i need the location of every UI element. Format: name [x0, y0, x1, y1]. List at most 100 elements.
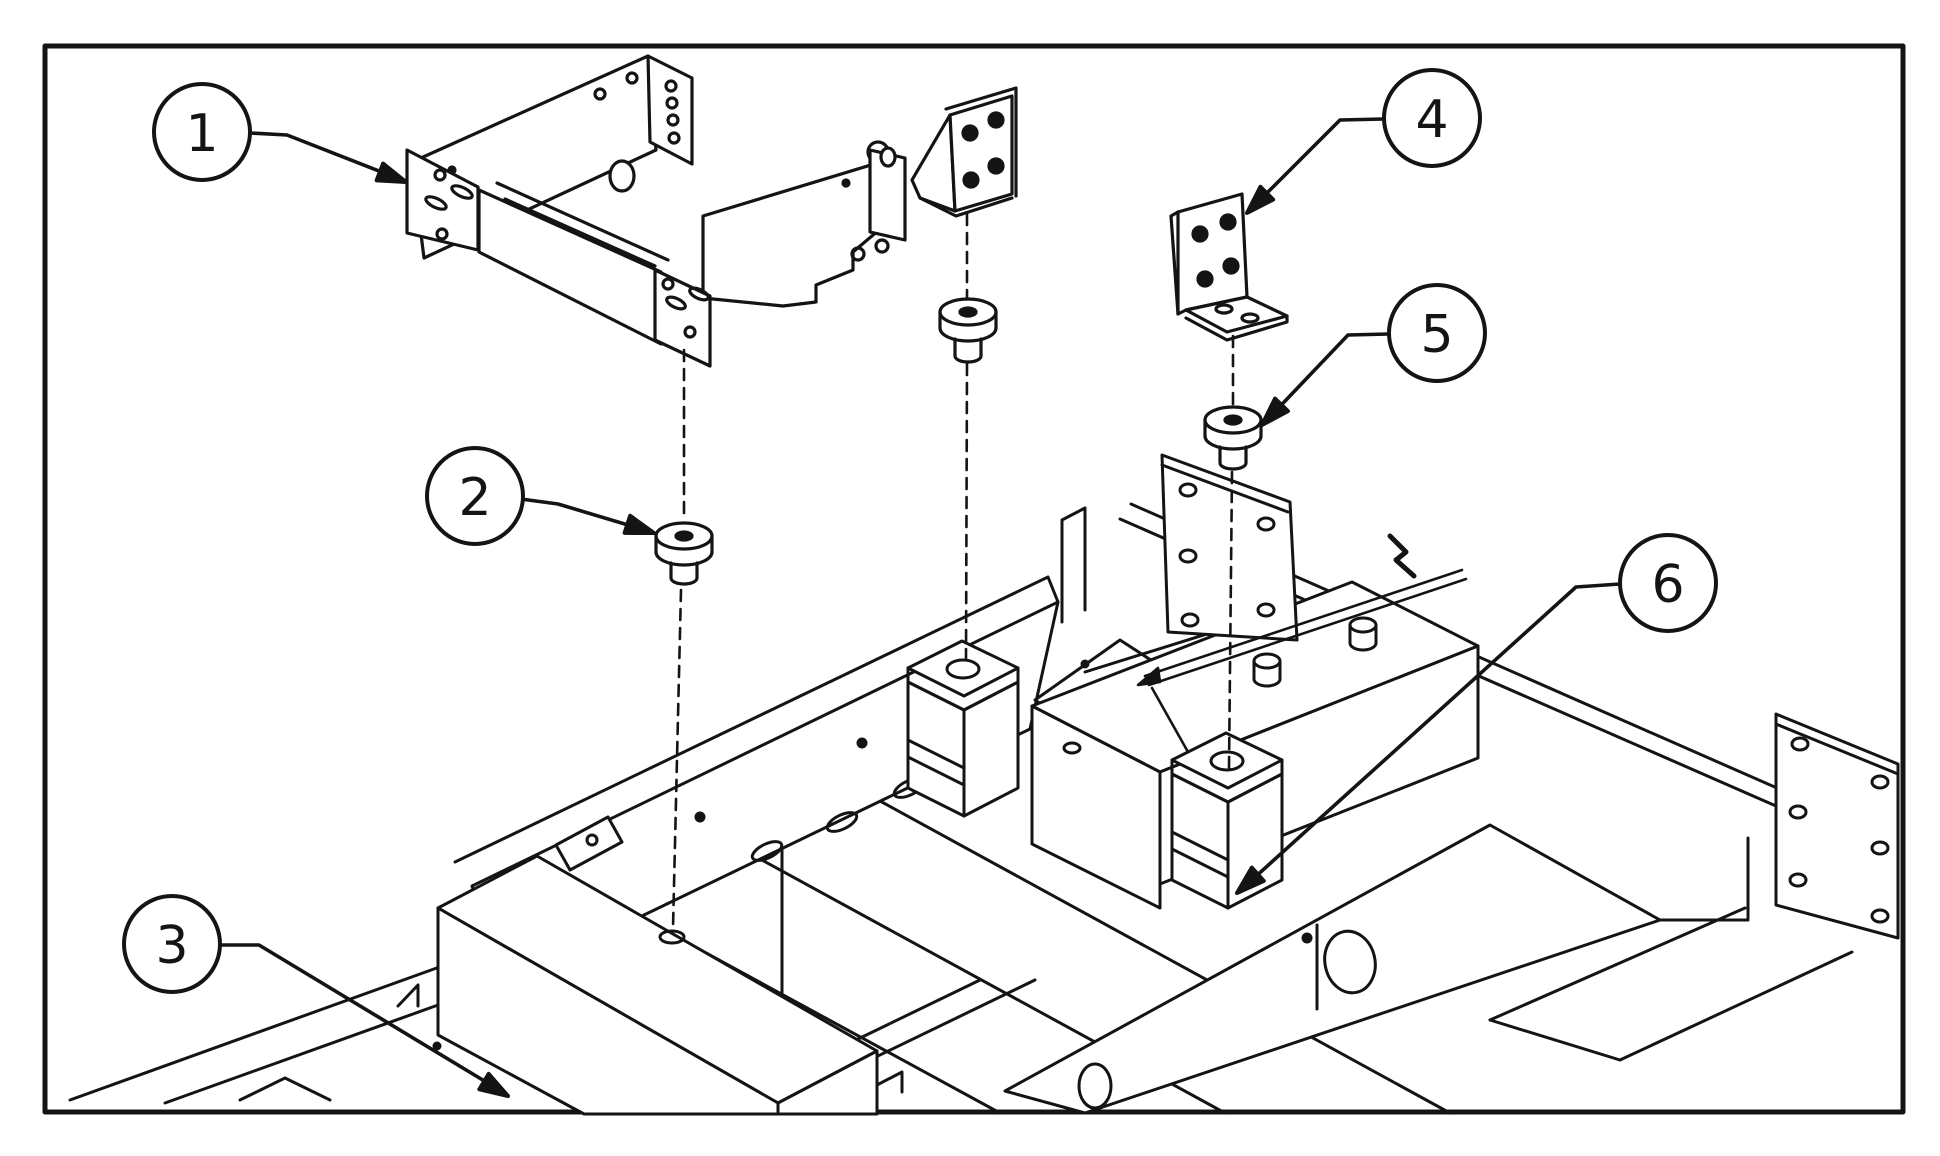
bracket-hole — [987, 111, 1005, 129]
screw-shank — [953, 337, 983, 364]
angle-bracket-part4 — [1169, 192, 1289, 342]
callout-3-number: 3 — [155, 916, 188, 976]
clamp-hole — [945, 658, 981, 680]
plate-hole — [1870, 908, 1890, 924]
callout-2: 2 — [425, 446, 656, 546]
front-rail-flange — [453, 575, 1060, 864]
callout-2-arrow — [622, 513, 656, 535]
rail-tab — [238, 1076, 332, 1102]
rail-oval-hole — [825, 811, 859, 833]
bracket-boss — [608, 159, 636, 193]
shoulder-screw-part2 — [654, 521, 714, 586]
rail-oval-hole — [1323, 929, 1377, 995]
rod-tip — [1136, 666, 1162, 687]
rear-end-plate-edge — [1774, 722, 1900, 776]
callout-2-number: 2 — [458, 468, 491, 528]
bracket-slot — [688, 286, 710, 302]
angle-bracket-face — [948, 94, 1014, 213]
callout-4-leader — [1250, 117, 1386, 210]
bracket-hole — [1191, 225, 1209, 243]
plate-hole — [1788, 872, 1808, 888]
bracket-hole — [661, 277, 675, 291]
callout-2-balloon — [425, 446, 525, 546]
front-beam — [436, 854, 904, 1116]
callout-5-number: 5 — [1420, 305, 1453, 365]
clamp-slot — [1170, 830, 1230, 879]
callout-4-arrow — [1245, 184, 1276, 215]
callout-1-leader — [248, 131, 404, 182]
callout-5-balloon — [1387, 283, 1487, 383]
battery-terminal-base — [1252, 677, 1282, 688]
callout-2-leader — [519, 497, 650, 533]
bracket-hole — [874, 238, 890, 254]
rivet-dot — [856, 737, 868, 749]
flange-hole — [1240, 312, 1260, 324]
bracket-hole — [1222, 257, 1240, 275]
rear-brace — [1488, 1018, 1622, 1062]
clamp-slot — [906, 738, 966, 787]
callout-4-number: 4 — [1415, 90, 1448, 150]
callout-6-number: 6 — [1651, 555, 1684, 615]
clamp-top-thickness — [906, 666, 1020, 712]
plate-hole — [1870, 840, 1890, 856]
callout-5: 5 — [1260, 283, 1487, 427]
battery-front-face — [1030, 704, 1162, 910]
bracket-slot — [665, 295, 687, 311]
rod-edge — [1143, 568, 1464, 678]
clamp-block-right — [1170, 731, 1284, 910]
plate-hole — [1180, 612, 1200, 628]
screw-flange — [1203, 434, 1263, 451]
angle-bracket-flange — [910, 113, 957, 213]
plate-hole — [1178, 548, 1198, 564]
battery-terminal-top — [1348, 616, 1378, 634]
rod-hook — [1150, 686, 1190, 754]
bracket-slot — [424, 195, 448, 211]
bracket-hole — [850, 246, 866, 262]
centerline-left-lower — [671, 588, 683, 930]
bracket-hole — [433, 168, 447, 182]
bracket-hole — [666, 113, 680, 127]
gusset-hole — [585, 833, 599, 847]
callout-1-number: 1 — [185, 104, 218, 164]
bracket-hole — [1196, 270, 1214, 288]
beam-end-face — [776, 1049, 879, 1116]
floor-brace — [878, 799, 1452, 1115]
corner-post — [1060, 506, 1087, 624]
callout-5-leader — [1265, 332, 1391, 422]
beam-mount-hole — [658, 929, 686, 945]
rail-oval-hole — [750, 840, 784, 862]
corner-plate — [1160, 453, 1299, 642]
clamp-hole — [1209, 750, 1245, 772]
callout-5-arrow — [1260, 396, 1290, 427]
bracket-hole — [683, 325, 697, 339]
angle-bracket-bottom-edge — [918, 196, 1014, 218]
plate-hole — [1256, 516, 1276, 532]
battery-terminal-base — [1348, 641, 1378, 652]
bracket-hole — [664, 79, 678, 93]
callout-1-arrow — [374, 161, 408, 184]
callout-1-balloon — [152, 82, 252, 182]
rail-cutout — [1077, 1062, 1113, 1110]
callout-6: 6 — [1235, 533, 1718, 895]
battery-terminal-top — [1252, 652, 1282, 670]
callout-6-arrow — [1235, 865, 1266, 895]
callout-4: 4 — [1245, 68, 1482, 215]
callout-3-leader — [217, 943, 503, 1093]
callout-3: 3 — [122, 894, 510, 1098]
plate-hole — [1256, 602, 1276, 618]
rail-tab — [396, 983, 420, 1008]
bracket-hole — [961, 124, 979, 142]
callout-3-balloon — [122, 894, 222, 994]
bracket-end-wall — [646, 54, 694, 166]
angle-bracket-thickness — [944, 86, 1018, 198]
bracket-slot — [450, 184, 474, 200]
rivet-dot — [432, 1041, 442, 1051]
battery-hole — [1062, 741, 1082, 755]
front-rail-lower-edge — [163, 998, 454, 1105]
screw-socket — [674, 530, 694, 542]
plate-hole — [1788, 804, 1808, 820]
beam-front-face — [436, 906, 780, 1116]
rear-brace — [1618, 950, 1854, 1062]
screw-socket — [1223, 414, 1243, 426]
